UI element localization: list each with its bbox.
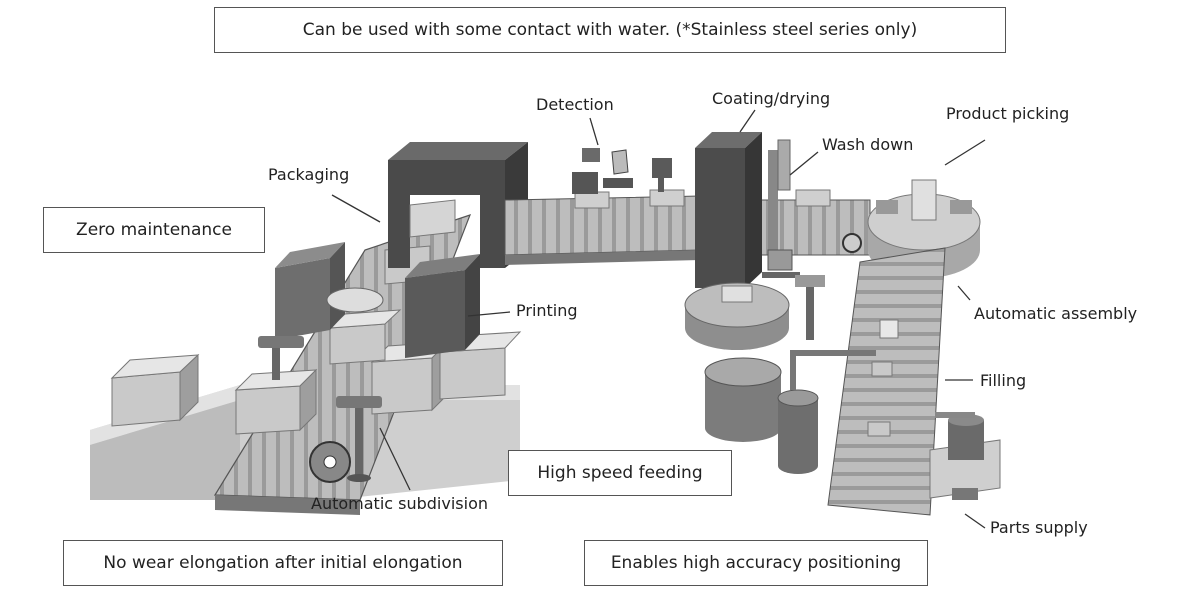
leader-lines — [331, 109, 986, 529]
label-wash-down: Wash down — [822, 135, 914, 154]
high-speed-feeding-note: High speed feeding — [508, 450, 732, 496]
label-packaging: Packaging — [268, 165, 350, 184]
subdivision-stoppers — [258, 336, 382, 482]
cartons-left — [110, 245, 522, 435]
water-contact-text: Can be used with some contact with water… — [302, 20, 918, 40]
wash-down-arm — [762, 139, 800, 278]
label-parts-supply: Parts supply — [990, 518, 1088, 537]
no-wear-elongation-text: No wear elongation after initial elongat… — [103, 553, 463, 573]
zero-maintenance-note: Zero maintenance — [43, 207, 265, 253]
parts-supply-unit — [929, 412, 1001, 500]
water-contact-note: Can be used with some contact with water… — [214, 7, 1006, 53]
right-conveyor — [827, 247, 946, 516]
label-automatic-assembly: Automatic assembly — [974, 304, 1138, 323]
packaging-tunnel — [388, 142, 528, 268]
high-speed-feeding-text: High speed feeding — [537, 463, 703, 483]
zero-maintenance-text: Zero maintenance — [76, 220, 232, 240]
label-product-picking: Product picking — [946, 104, 1070, 123]
label-filling: Filling — [980, 371, 1027, 390]
label-coating-drying: Coating/drying — [712, 89, 831, 108]
high-accuracy-positioning-note: Enables high accuracy positioning — [584, 540, 928, 586]
label-detection: Detection — [536, 95, 614, 114]
label-printing: Printing — [516, 301, 578, 320]
high-accuracy-positioning-text: Enables high accuracy positioning — [610, 553, 902, 573]
filling-tanks — [704, 350, 876, 474]
coating-drying-tower — [695, 132, 762, 288]
back-conveyor — [504, 189, 871, 265]
no-wear-elongation-note: No wear elongation after initial elongat… — [63, 540, 503, 586]
printing-machine — [275, 242, 480, 358]
label-automatic-subdivision: Automatic subdivision — [311, 494, 488, 513]
assembly-round-table — [684, 275, 825, 350]
detection-station — [572, 148, 672, 194]
